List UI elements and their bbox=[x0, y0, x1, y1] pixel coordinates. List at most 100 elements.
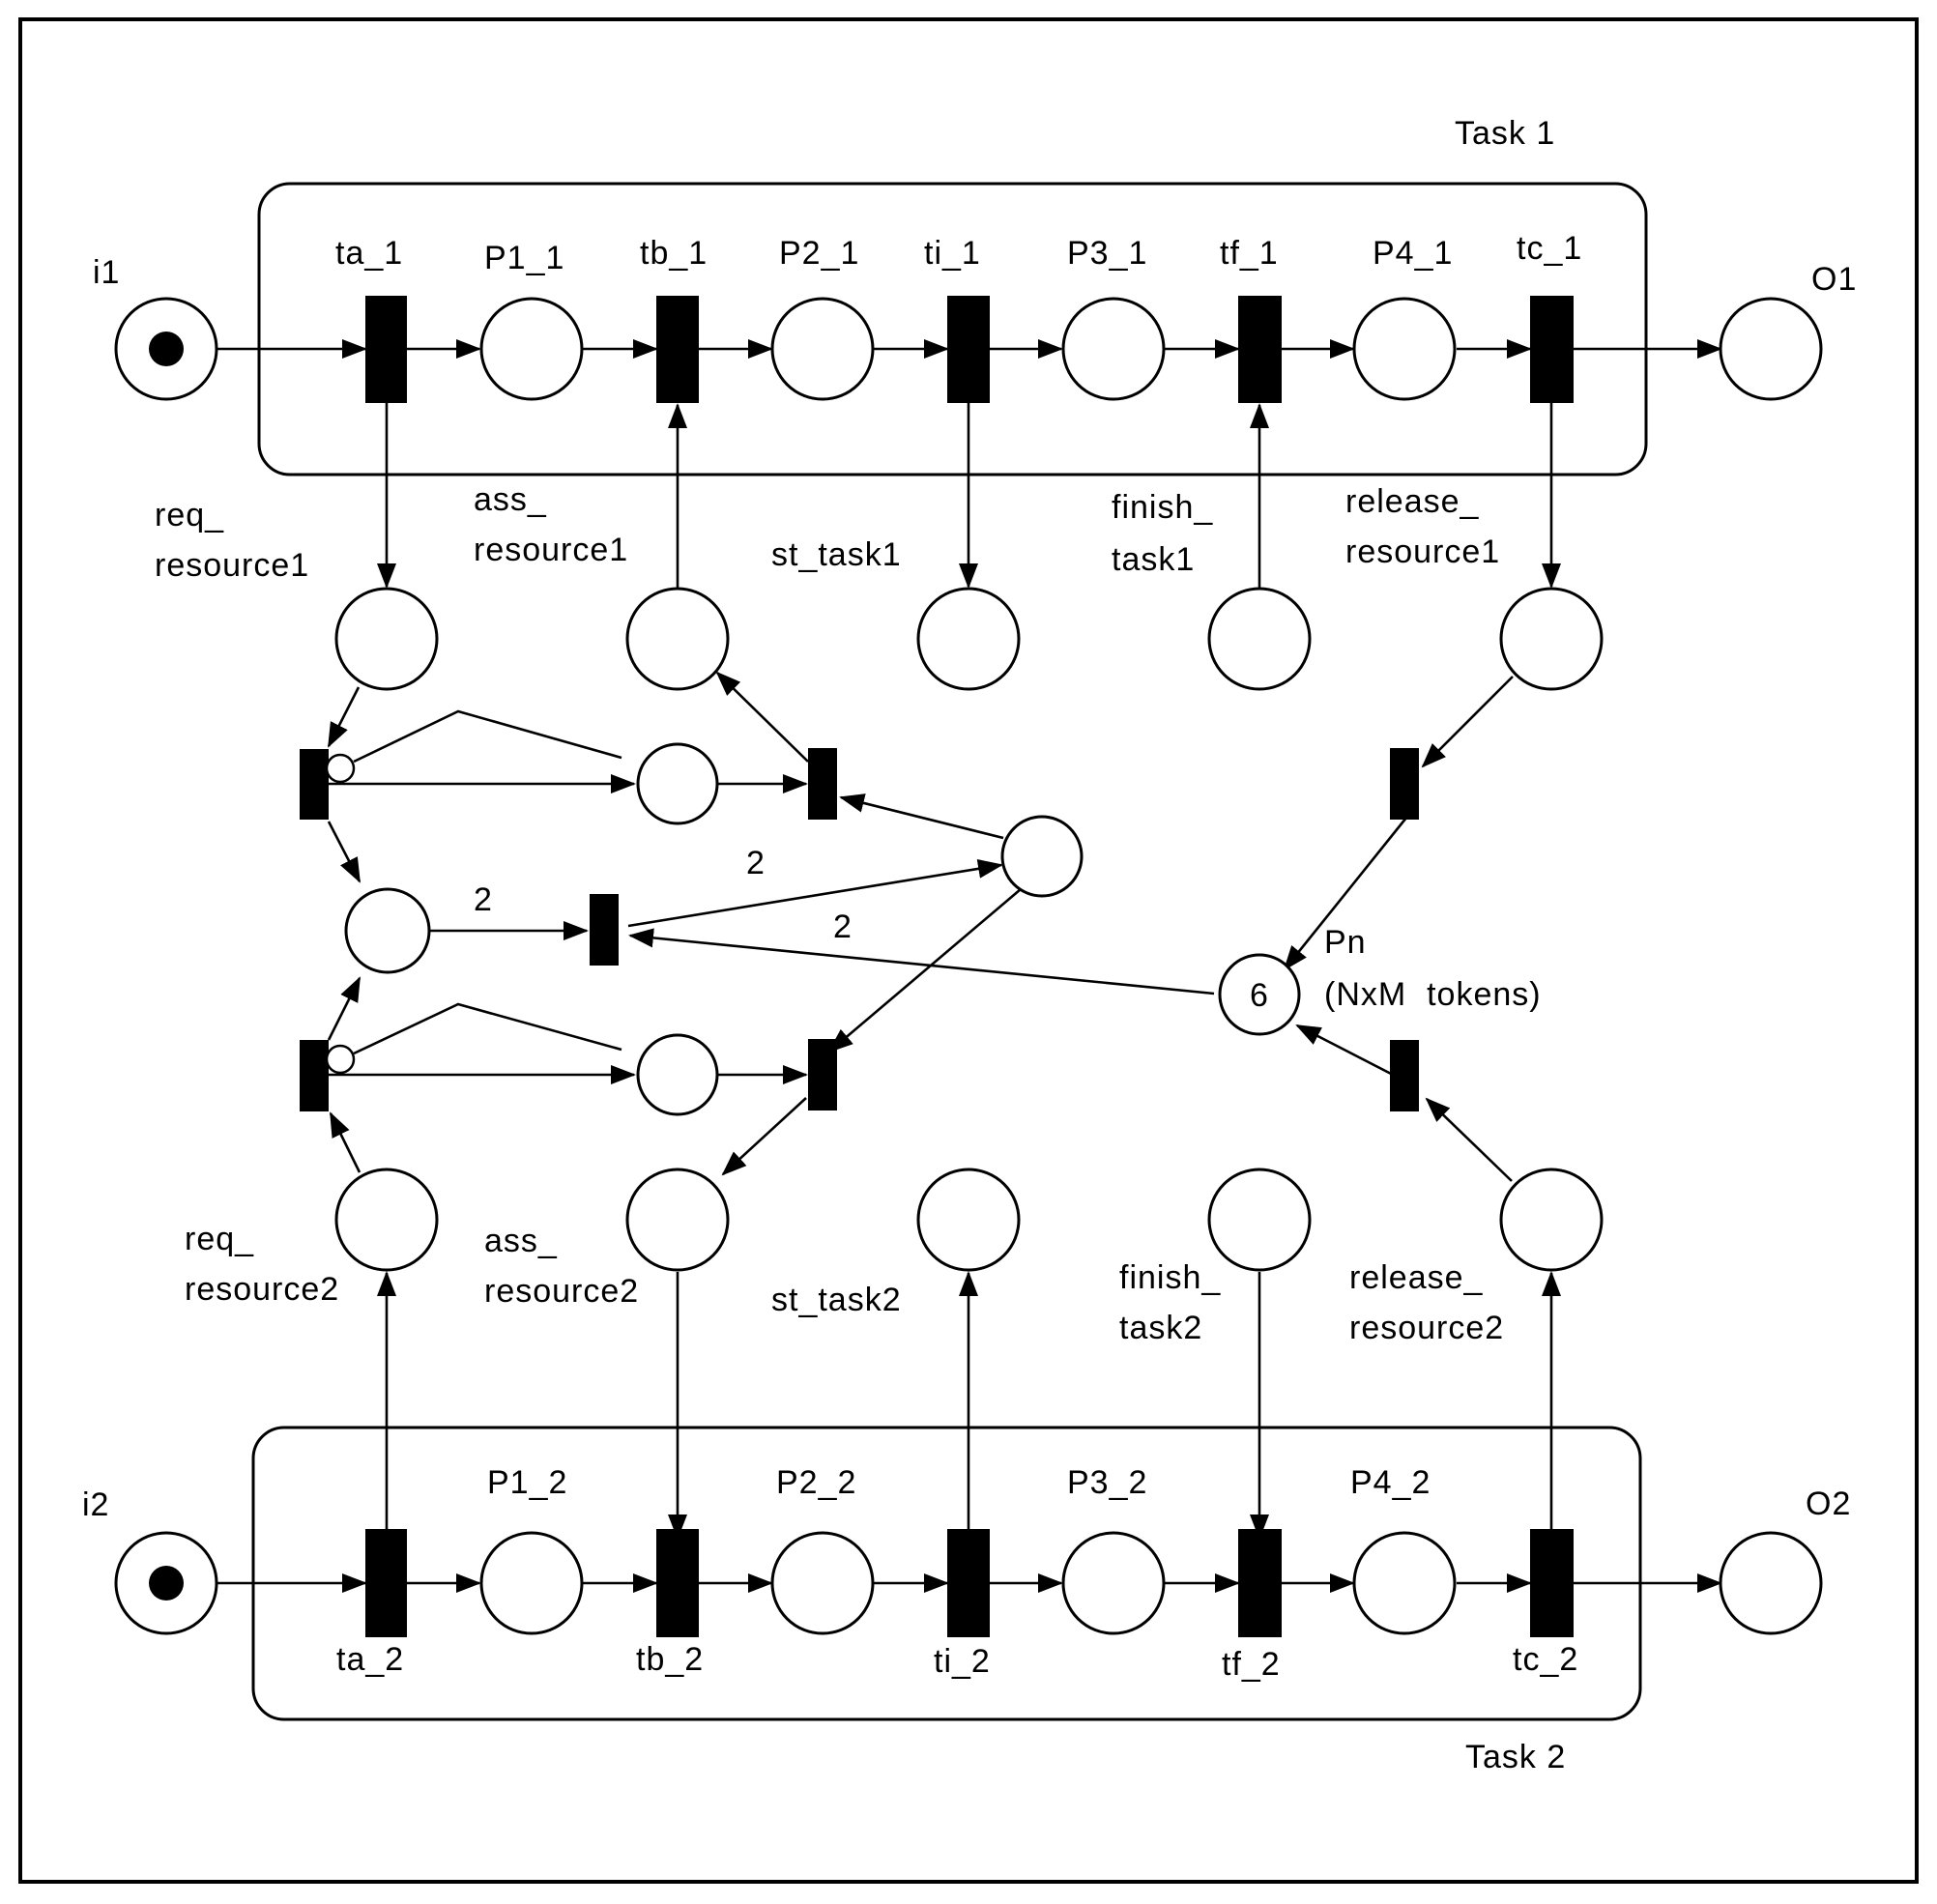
label-i2: i2 bbox=[82, 1486, 109, 1523]
transition-ta-1 bbox=[365, 296, 407, 403]
label-finish-task1-b: task1 bbox=[1112, 541, 1195, 578]
label-finish-task2-b: task2 bbox=[1119, 1310, 1202, 1346]
label-i1: i1 bbox=[93, 254, 120, 291]
label-req-resource2-b: resource2 bbox=[185, 1271, 339, 1308]
place-p1-2 bbox=[479, 1531, 584, 1635]
label-p2-1: P2_1 bbox=[779, 235, 859, 272]
label-p1-2: P1_2 bbox=[487, 1464, 567, 1501]
place-p3-1 bbox=[1061, 297, 1166, 401]
transition-tf-1 bbox=[1238, 296, 1282, 403]
label-ass-resource2-b: resource2 bbox=[484, 1273, 639, 1310]
transition-tb-1 bbox=[656, 296, 699, 403]
place-pending-2 bbox=[636, 1033, 719, 1116]
label-tf-2: tf_2 bbox=[1222, 1646, 1281, 1683]
label-p4-1: P4_1 bbox=[1373, 235, 1453, 272]
transition-assign-2 bbox=[808, 1039, 837, 1111]
task2-boundary bbox=[251, 1426, 1642, 1721]
transition-release-1 bbox=[1390, 748, 1419, 820]
transition-tc-1 bbox=[1530, 296, 1574, 403]
transition-ta-2 bbox=[365, 1529, 407, 1637]
label-o2: O2 bbox=[1806, 1486, 1851, 1522]
place-o2 bbox=[1719, 1531, 1823, 1635]
label-pn: Pn bbox=[1324, 924, 1367, 961]
task1-boundary bbox=[257, 182, 1648, 476]
label-req-resource1-a: req_ bbox=[155, 497, 224, 534]
place-p3-2 bbox=[1061, 1531, 1166, 1635]
place-finish-task1 bbox=[1207, 587, 1312, 691]
transition-ti-2 bbox=[947, 1529, 990, 1637]
label-p3-2: P3_2 bbox=[1067, 1464, 1147, 1501]
task2-interface-arcs bbox=[377, 1271, 1561, 1540]
label-req-resource1-b: resource1 bbox=[155, 547, 309, 584]
inhibitor-mark-1 bbox=[325, 753, 356, 784]
task1-title: Task 1 bbox=[1455, 115, 1555, 152]
label-st-task2: st_task2 bbox=[771, 1282, 902, 1318]
pn-token-count: 6 bbox=[1250, 977, 1269, 1014]
label-o1: O1 bbox=[1811, 261, 1857, 298]
transition-mutex-1 bbox=[300, 749, 329, 820]
place-release-resource1 bbox=[1499, 587, 1604, 691]
place-pending-1 bbox=[636, 742, 719, 825]
place-ass-resource2 bbox=[625, 1168, 730, 1272]
task1-interface-arcs bbox=[377, 403, 1561, 589]
label-ass-resource2-a: ass_ bbox=[484, 1223, 558, 1259]
label-release-resource2-b: resource2 bbox=[1349, 1310, 1504, 1346]
place-o1 bbox=[1719, 297, 1823, 401]
label-release-resource1-b: resource1 bbox=[1345, 534, 1500, 570]
label-release-resource1-a: release_ bbox=[1345, 483, 1480, 520]
place-p4-1 bbox=[1352, 297, 1457, 401]
label-finish-task1-a: finish_ bbox=[1112, 489, 1213, 526]
token-i2 bbox=[149, 1566, 184, 1601]
place-p1-1 bbox=[479, 297, 584, 401]
label-tc-1: tc_1 bbox=[1517, 230, 1582, 267]
place-req-resource2 bbox=[334, 1168, 439, 1272]
label-ti-1: ti_1 bbox=[924, 235, 981, 272]
token-i1 bbox=[149, 332, 184, 366]
label-ta-1: ta_1 bbox=[335, 235, 403, 272]
label-p1-1: P1_1 bbox=[484, 240, 564, 276]
label-p4-2: P4_2 bbox=[1350, 1464, 1431, 1501]
place-req-resource1 bbox=[334, 587, 439, 691]
label-ass-resource1-a: ass_ bbox=[474, 481, 547, 518]
label-tc-2: tc_2 bbox=[1513, 1641, 1578, 1678]
label-ass-resource1-b: resource1 bbox=[474, 532, 628, 568]
label-req-resource2-a: req_ bbox=[185, 1221, 254, 1257]
arc-weight-waiting: 2 bbox=[474, 881, 493, 918]
place-pn bbox=[1218, 953, 1301, 1036]
place-waiting bbox=[344, 887, 431, 974]
label-finish-task2-a: finish_ bbox=[1119, 1259, 1221, 1296]
label-p3-1: P3_1 bbox=[1067, 235, 1147, 272]
place-free-resource bbox=[1000, 815, 1084, 898]
arc-weight-pn: 2 bbox=[833, 909, 853, 945]
place-st-task2 bbox=[916, 1168, 1021, 1272]
transition-mutex-2 bbox=[300, 1040, 329, 1111]
task2-title: Task 2 bbox=[1465, 1739, 1566, 1775]
label-tb-1: tb_1 bbox=[640, 235, 708, 272]
label-release-resource2-a: release_ bbox=[1349, 1259, 1484, 1296]
place-p2-2 bbox=[770, 1531, 875, 1635]
transition-tf-2 bbox=[1238, 1529, 1282, 1637]
inhibitor-mark-2 bbox=[325, 1044, 356, 1075]
place-finish-task2 bbox=[1207, 1168, 1312, 1272]
outer-frame bbox=[18, 17, 1919, 1884]
transition-tb-2 bbox=[656, 1529, 699, 1637]
place-p2-1 bbox=[770, 297, 875, 401]
allocation-arcs bbox=[319, 671, 1514, 1182]
transition-assign-1 bbox=[808, 748, 837, 820]
place-ass-resource1 bbox=[625, 587, 730, 691]
label-ti-2: ti_2 bbox=[934, 1643, 991, 1680]
place-p4-2 bbox=[1352, 1531, 1457, 1635]
label-st-task1: st_task1 bbox=[771, 536, 902, 573]
label-pn-tokens: (NxM tokens) bbox=[1324, 976, 1542, 1013]
place-st-task1 bbox=[916, 587, 1021, 691]
transition-weighted bbox=[590, 894, 619, 966]
label-tf-1: tf_1 bbox=[1220, 235, 1279, 272]
label-ta-2: ta_2 bbox=[336, 1641, 404, 1678]
transition-release-2 bbox=[1390, 1040, 1419, 1111]
arc-weight-free: 2 bbox=[746, 845, 766, 881]
transition-tc-2 bbox=[1530, 1529, 1574, 1637]
transition-ti-1 bbox=[947, 296, 990, 403]
label-p2-2: P2_2 bbox=[776, 1464, 856, 1501]
label-tb-2: tb_2 bbox=[636, 1641, 704, 1678]
